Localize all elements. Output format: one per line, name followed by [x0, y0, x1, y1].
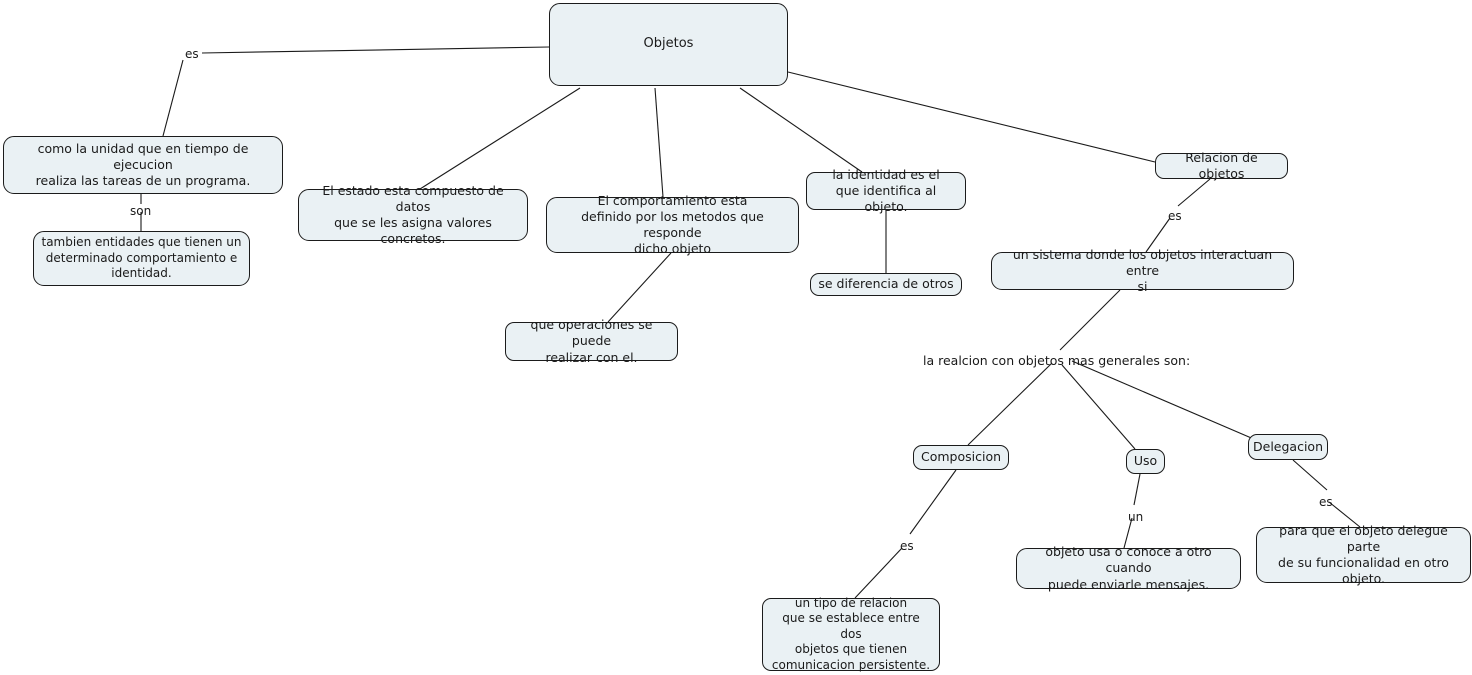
edge-label-es-unidad[interactable]: es	[185, 47, 199, 61]
node-diferencia[interactable]: se diferencia de otros	[810, 273, 962, 296]
edge-hub-to-uso	[1061, 364, 1136, 450]
node-comportamiento[interactable]: El comportamiento esta definido por los …	[546, 193, 799, 256]
node-uso[interactable]: Uso	[1126, 449, 1165, 474]
edge-objetos-to-estado	[419, 87, 581, 190]
edge-objetos-to-es	[201, 46, 550, 54]
node-unidad-ejecucion[interactable]: como la unidad que en tiempo de ejecucio…	[3, 136, 283, 194]
edge-label-es-composicion[interactable]: es	[900, 539, 914, 553]
edge-objetos-to-relacion	[787, 71, 1156, 163]
edge-composicion-to-es	[909, 469, 957, 535]
edge-hub-to-composicion	[967, 362, 1053, 446]
node-delegacion[interactable]: Delegacion	[1248, 434, 1328, 460]
node-entidades[interactable]: tambien entidades que tienen un determin…	[33, 231, 250, 286]
node-objeto-usa[interactable]: objeto usa o conoce a otro cuando puede …	[1016, 544, 1241, 592]
node-relacion-objetos[interactable]: Relacion de objetos	[1155, 150, 1288, 181]
edge-comportamiento-to-operaciones	[607, 252, 672, 323]
node-tipo-relacion[interactable]: un tipo de relacion que se establece ent…	[762, 596, 940, 672]
node-composicion[interactable]: Composicion	[913, 445, 1009, 470]
edge-hub-to-delegacion	[1071, 360, 1257, 441]
node-estado[interactable]: El estado esta compuesto de datos que se…	[298, 183, 528, 246]
node-sistema[interactable]: un sistema donde los objetos interactuan…	[991, 247, 1294, 294]
edge-objetos-to-identidad	[739, 87, 863, 173]
node-objetos[interactable]: Objetos	[549, 3, 788, 86]
edge-sistema-to-hub	[1059, 289, 1121, 351]
edge-es-to-tiporelacion	[854, 547, 903, 599]
edge-label-es-sistema[interactable]: es	[1168, 209, 1182, 223]
edge-uso-to-un	[1133, 473, 1141, 506]
edge-es-to-unidad	[162, 59, 184, 137]
edge-label-relacion-generales[interactable]: la realcion con objetos mas generales so…	[923, 353, 1191, 368]
edge-label-son-entidades[interactable]: son	[130, 204, 152, 218]
edge-relacion-to-es	[1177, 178, 1211, 207]
node-identidad[interactable]: la identidad es el que identifica al obj…	[806, 167, 966, 214]
edge-label-es-delegacion[interactable]: es	[1319, 495, 1333, 509]
node-delegue[interactable]: para que el objeto delegue parte de su f…	[1256, 523, 1471, 586]
edge-label-un-uso[interactable]: un	[1128, 510, 1144, 524]
edge-objetos-to-comportamiento	[654, 87, 664, 198]
node-operaciones[interactable]: que operaciones se puede realizar con el…	[505, 317, 678, 365]
edge-delegacion-to-es	[1292, 459, 1328, 491]
